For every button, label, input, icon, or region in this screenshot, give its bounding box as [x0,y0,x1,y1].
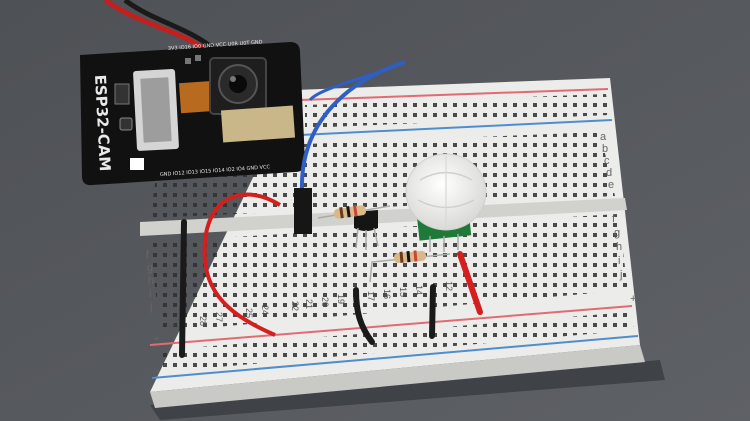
column-number: 30 [166,322,176,332]
bottom-rail-blue-line [151,335,639,379]
resistor-band [413,250,418,262]
row-letter-j: j [619,269,622,281]
breadboard-shadow [150,360,665,420]
row-letter-b: b [602,143,608,155]
row-letter-f: f [612,213,616,225]
column-number: 12 [444,281,454,291]
rail-plus-left: + [153,333,159,345]
column-number: 16 [382,289,392,299]
row-letter-left-j: j [149,301,152,313]
resistor-2 [369,250,451,283]
row-letter-left-g: g [147,262,153,274]
transistor-lead [355,227,359,249]
column-number: 19 [336,294,346,304]
black-jumper-wire-left [179,219,187,358]
dupont-connector [294,188,312,234]
blue-jumper-wire-2 [308,66,393,102]
row-letter-i: i [618,255,620,267]
column-number: 24 [260,305,270,315]
red-jumper-wire-short [457,251,483,315]
resistor-band [406,251,411,263]
column-number: 27 [214,312,224,322]
column-number: 20 [320,297,330,307]
metal-shield [220,105,296,143]
resistor-band [353,205,358,217]
resistor-band [346,206,351,218]
smd-component [195,55,201,61]
row-letters-left: f g h i j [146,249,154,313]
black-jumper-wire-mid [353,287,375,345]
pir-sensor [405,153,487,252]
row-letter-e: e [608,179,614,191]
sd-card-slot-inner [140,77,172,143]
column-number: 22 [290,301,300,311]
smd-component [185,58,191,64]
esp32-cam-module: ESP32-CAM 3V3 IO16 IO0 GND VCC U0R U0T G… [80,39,305,186]
column-number: 14 [414,285,424,295]
resistor-band [339,207,344,219]
top-rail-holes [305,94,609,128]
module-name-label: ESP32-CAM [91,74,114,171]
resistor-band [399,251,404,263]
row-letters-bottom: f g h i j [612,213,622,281]
bottom-rail-holes [162,312,634,372]
row-letter-left-f: f [146,249,150,261]
row-letter-c: c [604,155,610,167]
column-number: 17 [366,291,376,301]
column-number: 21 [304,299,314,309]
rail-plus-right: + [630,293,636,305]
power-wire-red [103,0,207,52]
breadboard-side [150,345,645,408]
camera-ribbon [178,80,218,114]
column-number: 28 [198,316,208,326]
top-rail-red-line [299,88,609,101]
row-letter-d: d [606,167,612,179]
column-numbers: 30 28 27 25 24 22 21 20 19 17 16 15 14 1… [166,281,454,332]
breadboard-center-channel [140,198,627,236]
row-letter-h: h [616,241,622,253]
flash-led [130,158,144,170]
transistor-lead [373,227,379,247]
row-letter-left-i: i [149,288,151,300]
row-letters-top: a b c d e [600,131,614,191]
red-jumper-wire-long [202,192,282,337]
column-number: 25 [244,308,254,318]
black-jumper-wire-right [429,284,436,339]
reset-button [119,117,133,131]
resistor-1 [317,205,391,219]
power-wire-black [123,0,217,52]
row-letter-a: a [600,131,607,143]
row-letter-left-h: h [148,275,154,287]
rail-minus-left: - [156,365,160,377]
top-rail-blue-line [299,119,613,136]
terminal-holes-lower [150,214,628,332]
bottom-rail-red-line [149,305,633,346]
camera-lens-glint [230,76,236,82]
pin-header-top [114,83,130,105]
row-letter-g: g [614,227,620,239]
column-number: 15 [398,287,408,297]
